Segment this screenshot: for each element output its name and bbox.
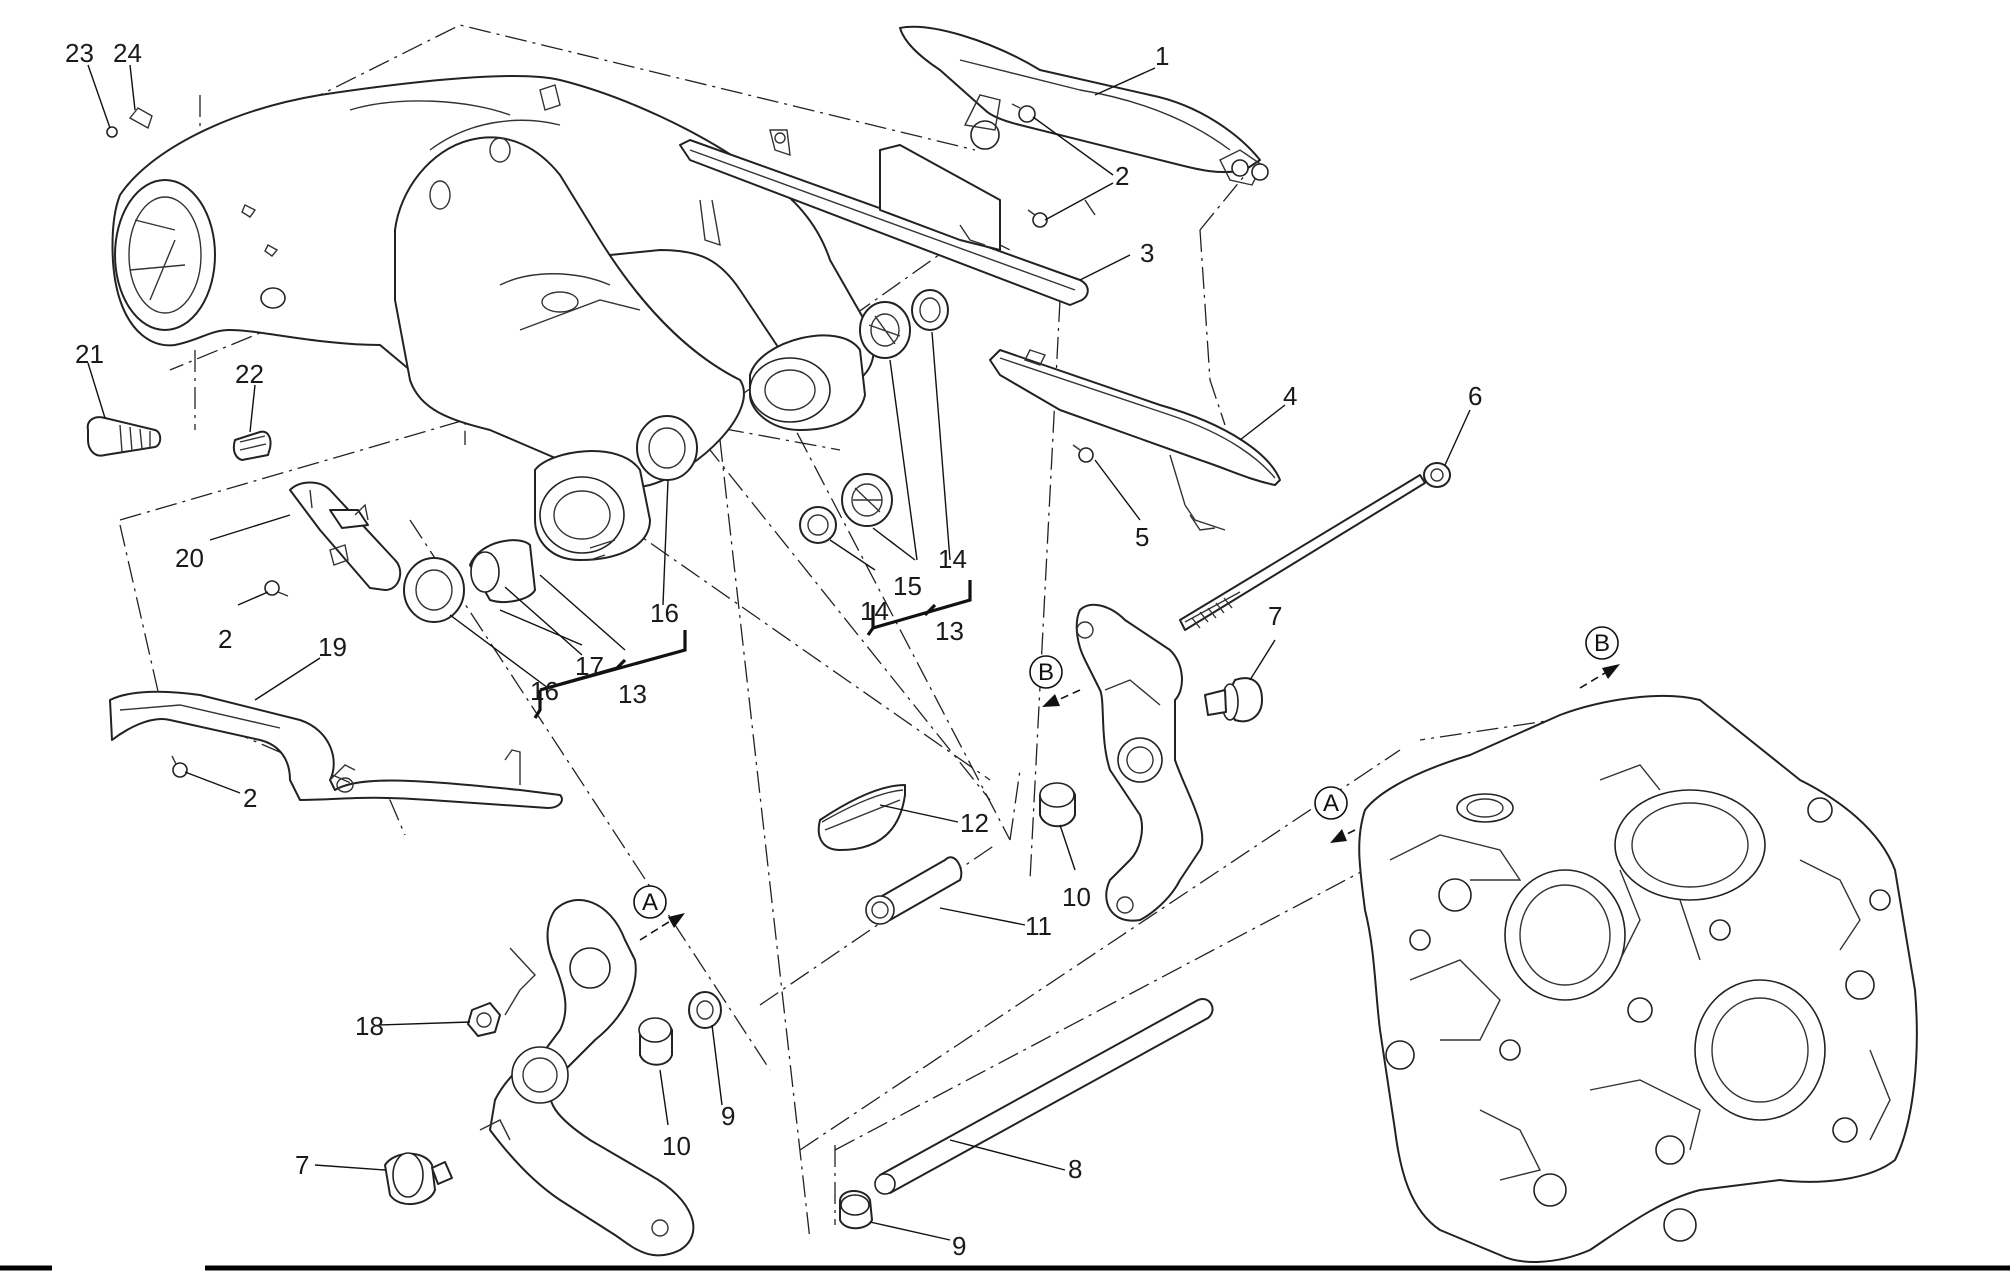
- callout-20: 20: [175, 543, 204, 573]
- callout-14-right: 14: [938, 544, 967, 574]
- ref-b-crankcase-marker: B: [1579, 626, 1620, 689]
- swingarm: [111, 75, 875, 561]
- bearings-upper: [799, 289, 949, 544]
- callout-7-left: 7: [295, 1150, 309, 1180]
- rubber-pad-12: [817, 784, 906, 851]
- callout-2-bracket: 2: [218, 624, 232, 654]
- screws: [86, 103, 1094, 778]
- chain-guard-lower: [109, 690, 563, 809]
- callout-5: 5: [1135, 522, 1149, 552]
- ref-a-crankcase-label: A: [1323, 790, 1339, 817]
- callout-24: 24: [113, 38, 142, 68]
- group-brackets: [533, 580, 972, 719]
- spacer-10-right: [1039, 782, 1076, 828]
- callout-labels: 1 2 3 4 5 6 7 7 8 9 9 10 10 11 12 13 13 …: [65, 38, 1482, 1261]
- callout-2-guard: 2: [243, 783, 257, 813]
- callout-3: 3: [1140, 238, 1154, 268]
- callout-15: 15: [893, 571, 922, 601]
- callout-2-chainguard: 2: [1115, 161, 1129, 191]
- callout-6: 6: [1468, 381, 1482, 411]
- pivot-shaft-8: [874, 998, 1214, 1195]
- spacer-tube-11: [865, 856, 963, 925]
- callout-9-left: 9: [721, 1101, 735, 1131]
- callout-12: 12: [960, 808, 989, 838]
- bearings-lower: [403, 415, 698, 623]
- callout-23: 23: [65, 38, 94, 68]
- callout-13-upper: 13: [935, 616, 964, 646]
- callout-10-left: 10: [662, 1131, 691, 1161]
- axle-6: [1179, 462, 1451, 631]
- ref-b-crankcase-label: B: [1594, 630, 1610, 657]
- callout-21: 21: [75, 339, 104, 369]
- bracket-20: [289, 481, 402, 591]
- callout-22: 22: [235, 359, 264, 389]
- callout-14-left: 14: [860, 596, 889, 626]
- callout-11: 11: [1025, 911, 1052, 941]
- callout-4: 4: [1283, 381, 1297, 411]
- footpeg-bracket-right: [1075, 603, 1204, 922]
- callout-13-lower: 13: [618, 679, 647, 709]
- engine-crankcase: [1358, 695, 1918, 1263]
- chain-guard: [899, 25, 1269, 186]
- leader-lines: [87, 64, 1471, 1241]
- reference-markers: A A B B: [633, 626, 1620, 941]
- callout-19: 19: [318, 632, 347, 662]
- ref-b-mid-marker: B: [1029, 655, 1081, 707]
- ref-a-mid-marker: A: [633, 885, 685, 941]
- ref-b-mid-label: B: [1038, 659, 1054, 686]
- knob-7-left: [384, 1152, 453, 1206]
- chain-guide-lower: [989, 349, 1281, 531]
- callout-1: 1: [1155, 41, 1169, 71]
- callout-8: 8: [1068, 1154, 1082, 1184]
- ref-a-crankcase-marker: A: [1314, 786, 1356, 843]
- callout-17: 17: [575, 651, 604, 681]
- spacer-9-bottom: [839, 1190, 873, 1230]
- knob-7-right: [1204, 677, 1263, 723]
- footpeg-bracket-left: [479, 899, 695, 1257]
- ref-a-mid-label: A: [642, 889, 658, 916]
- left-hardware: [467, 991, 722, 1066]
- callout-10-right: 10: [1062, 882, 1091, 912]
- callout-16-upper: 16: [650, 598, 679, 628]
- callout-9-bottom: 9: [952, 1231, 966, 1261]
- callout-7-right: 7: [1268, 601, 1282, 631]
- callout-16-lower: 16: [530, 676, 559, 706]
- callout-18: 18: [355, 1011, 384, 1041]
